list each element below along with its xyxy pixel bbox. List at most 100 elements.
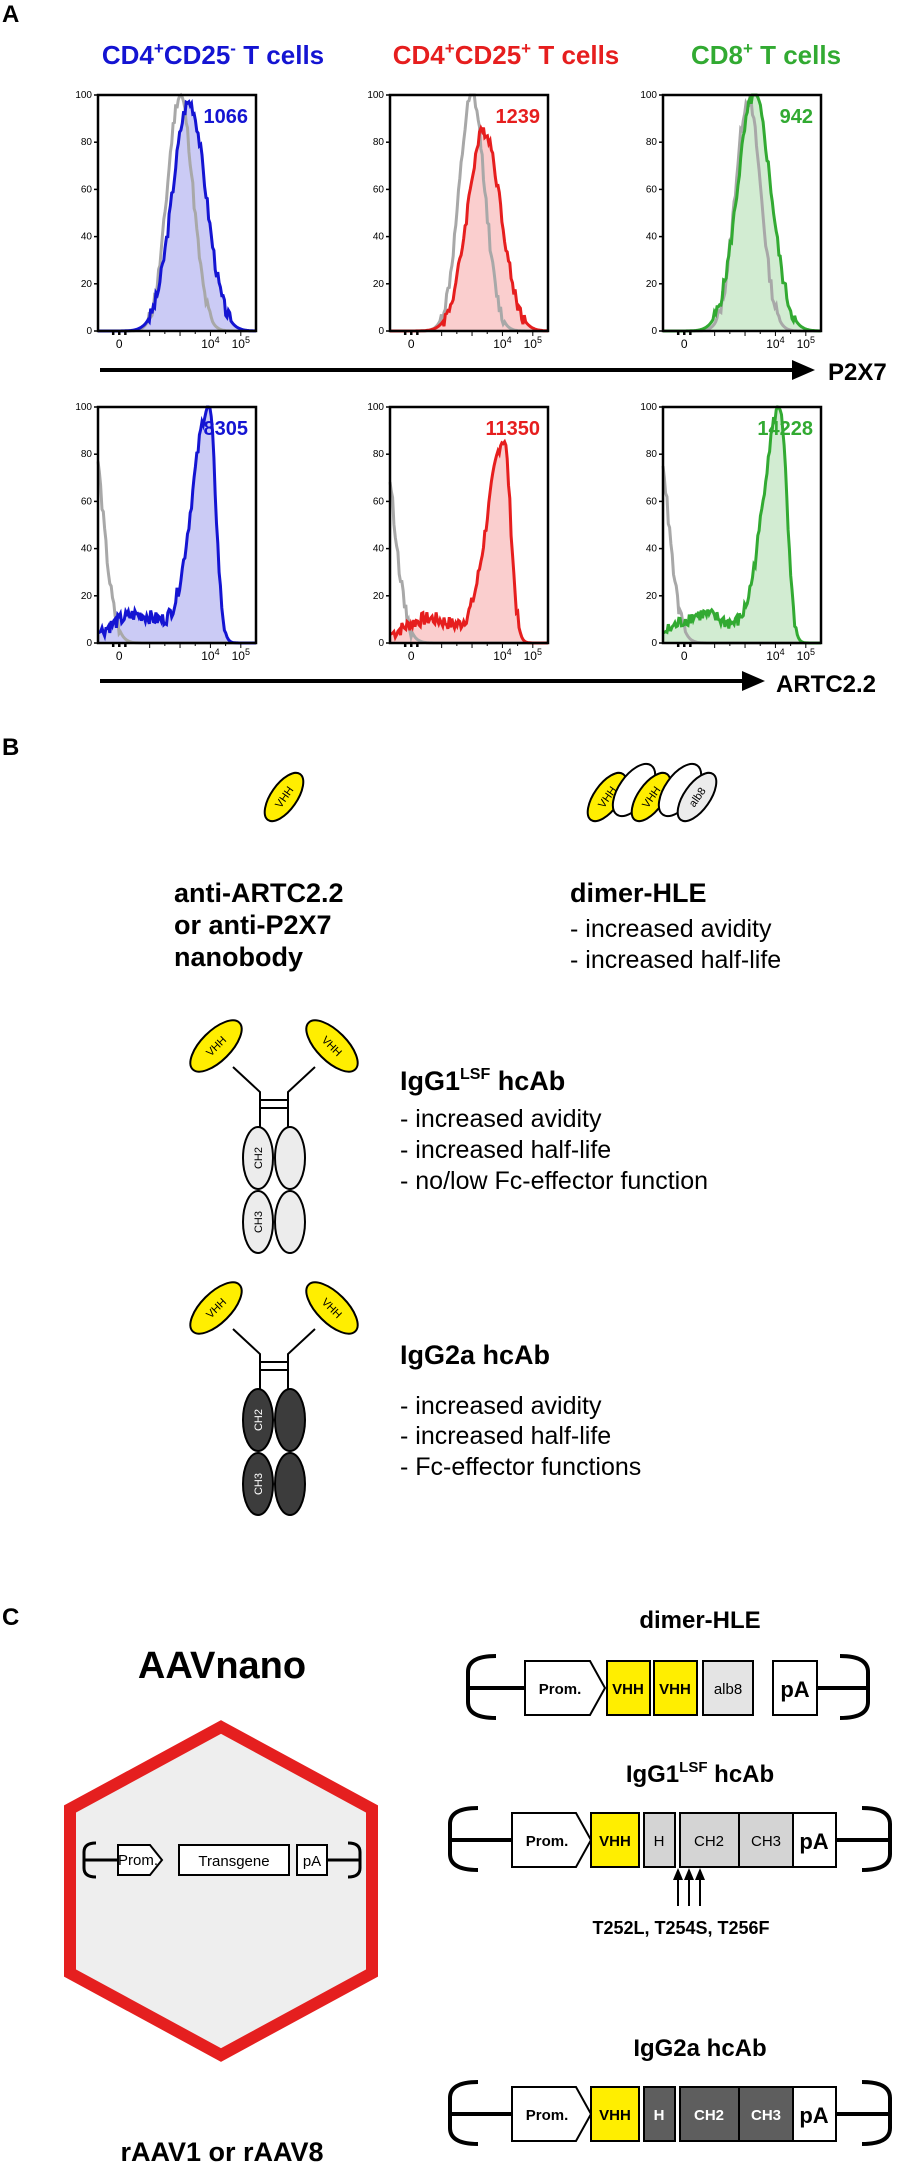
construct-igg1-cassette: Prom. VHH H CH2 CH3 pA xyxy=(448,1806,892,1906)
x-tick-label-exp5: 105 xyxy=(797,647,815,663)
igg1-pa-label: pA xyxy=(799,1829,828,1854)
igg2a-pa-box xyxy=(792,2086,837,2142)
sample-histogram-fill xyxy=(98,407,256,643)
dimer-itr-right xyxy=(817,1654,870,1720)
dimer-pa-box xyxy=(772,1660,818,1716)
dimer-prom-box xyxy=(524,1660,607,1716)
y-tick-label: 40 xyxy=(81,544,93,555)
igg1-feature-2: - increased half-life xyxy=(400,1136,611,1164)
plot-frame xyxy=(661,93,823,333)
mfi-value: 8305 xyxy=(204,418,249,440)
x-tick-label-exp4: 104 xyxy=(766,647,784,663)
igg2a-pa-label: pA xyxy=(799,2103,828,2128)
dimer-vhh-box-1-label: VHH xyxy=(612,1681,644,1698)
x-tick-label-exp4: 104 xyxy=(201,647,219,663)
igg1-ch2-right xyxy=(274,1126,306,1190)
aav-transgene-box xyxy=(178,1844,290,1876)
igg1-prom-box xyxy=(511,1812,593,1868)
artc-axis-arrowhead xyxy=(742,671,765,691)
lsf-mutations: T252L, T254S, T256F xyxy=(592,1918,769,1938)
igg1-itr-left xyxy=(448,1806,512,1872)
igg2a-itr-left xyxy=(448,2080,512,2146)
dimer-hle-diagram: VHH VHH alb8 xyxy=(586,762,718,823)
igg2a-ch2-left xyxy=(242,1388,274,1452)
y-tick-label: 20 xyxy=(373,591,385,602)
mutation-arrowhead-3 xyxy=(695,1868,705,1880)
igg1-vhh-box-label: VHH xyxy=(599,1833,631,1850)
nanobody-name-line3: nanobody xyxy=(174,942,303,972)
y-tick-label: 0 xyxy=(378,638,384,649)
igg2a-vhh-left xyxy=(189,1281,243,1335)
column-title-treg: CD4+CD25+ T cells xyxy=(393,39,620,70)
dimer-itr-left xyxy=(466,1654,525,1720)
aav-itr-left xyxy=(82,1841,118,1879)
y-tick-label: 0 xyxy=(378,326,384,337)
construct-igg2a-cassette: Prom. VHH H CH2 CH3 pA xyxy=(448,2080,892,2146)
aav-serotypes: rAAV1 or rAAV8 xyxy=(120,2137,323,2167)
x-tick-label-zero: 0 xyxy=(681,337,688,351)
y-tick-label: 20 xyxy=(81,591,93,602)
y-tick-label: 20 xyxy=(646,279,658,290)
igg1-ch3-left xyxy=(242,1190,274,1254)
igg1-itr-right xyxy=(836,1806,892,1872)
igg2a-hinge-right xyxy=(287,1328,316,1390)
igg2a-prom-label: Prom. xyxy=(526,2107,569,2124)
igg2a-feature-2: - increased half-life xyxy=(400,1422,611,1450)
x-tick-label-exp5: 105 xyxy=(524,647,542,663)
igg2a-ch2-right xyxy=(274,1388,306,1452)
mfi-value: 11350 xyxy=(485,418,540,440)
y-tick-label: 60 xyxy=(81,184,93,195)
dimer-feature-1: - increased avidity xyxy=(570,915,772,943)
igg2a-hinge-box xyxy=(643,2086,676,2142)
x-tick-label-zero: 0 xyxy=(116,337,123,351)
construct-dimer-title: dimer-HLE xyxy=(639,1607,760,1634)
igg1-hinge-box xyxy=(643,1812,676,1868)
igg1-feature-1: - increased avidity xyxy=(400,1105,602,1133)
igg2a-ch2-label: CH2 xyxy=(253,1409,265,1431)
mutation-arrows xyxy=(673,1868,705,1906)
igg2a-vhh-box xyxy=(590,2086,640,2142)
y-tick-label: 100 xyxy=(640,402,657,413)
igg2a-feature-1: - increased avidity xyxy=(400,1392,602,1420)
igg2a-ch3-left xyxy=(242,1452,274,1516)
igg1-name: IgG1LSF hcAb xyxy=(400,1066,565,1096)
aav-transgene-label: Transgene xyxy=(198,1853,269,1870)
igg2a-hinge-label: H xyxy=(654,2107,665,2124)
dimer-vhh-box-2 xyxy=(653,1660,698,1716)
igg1-ch2-box-label: CH2 xyxy=(694,1833,724,1850)
plot-frame xyxy=(661,405,823,645)
mutation-arrowhead-1 xyxy=(673,1868,683,1880)
y-tick-label: 60 xyxy=(373,184,385,195)
igg1-vhh-box xyxy=(590,1812,640,1868)
vhh-domain xyxy=(263,771,305,823)
igg1-ch3-right xyxy=(274,1190,306,1254)
x-tick-label-zero: 0 xyxy=(116,649,123,663)
x-tick-label-exp4: 104 xyxy=(493,647,511,663)
y-tick-label: 100 xyxy=(367,402,384,413)
igg1-ch3-box-label: CH3 xyxy=(751,1833,781,1850)
igg2a-ch3-label: CH3 xyxy=(253,1473,265,1495)
sample-histogram-line xyxy=(662,405,821,645)
dimer-alb8-box-label: alb8 xyxy=(714,1681,742,1698)
sample-histogram-fill xyxy=(98,101,256,331)
dimer-vhh-box-1 xyxy=(606,1660,651,1716)
igg1-ch3-label: CH3 xyxy=(253,1211,265,1233)
igg1-hcab-diagram: VHH VHH CH2 CH3 xyxy=(189,1019,359,1254)
igg1-hinge-left xyxy=(232,1066,261,1128)
y-tick-label: 20 xyxy=(646,591,658,602)
construct-igg1-title: IgG1LSF hcAb xyxy=(626,1759,774,1788)
y-tick-label: 80 xyxy=(81,137,93,148)
aav-itr-right xyxy=(327,1841,362,1879)
plot-frame xyxy=(388,405,550,645)
y-tick-label: 40 xyxy=(373,232,385,243)
igg2a-ch2-box xyxy=(679,2086,740,2142)
aav-pa-label: pA xyxy=(303,1853,321,1870)
y-tick-label: 40 xyxy=(646,544,658,555)
x-tick-label-exp4: 104 xyxy=(766,335,784,351)
igg1-vhh-left xyxy=(189,1019,243,1073)
igg2a-ch2-box-label: CH2 xyxy=(694,2107,724,2124)
y-tick-label: 80 xyxy=(646,137,658,148)
igg1-pa-box xyxy=(792,1812,837,1868)
